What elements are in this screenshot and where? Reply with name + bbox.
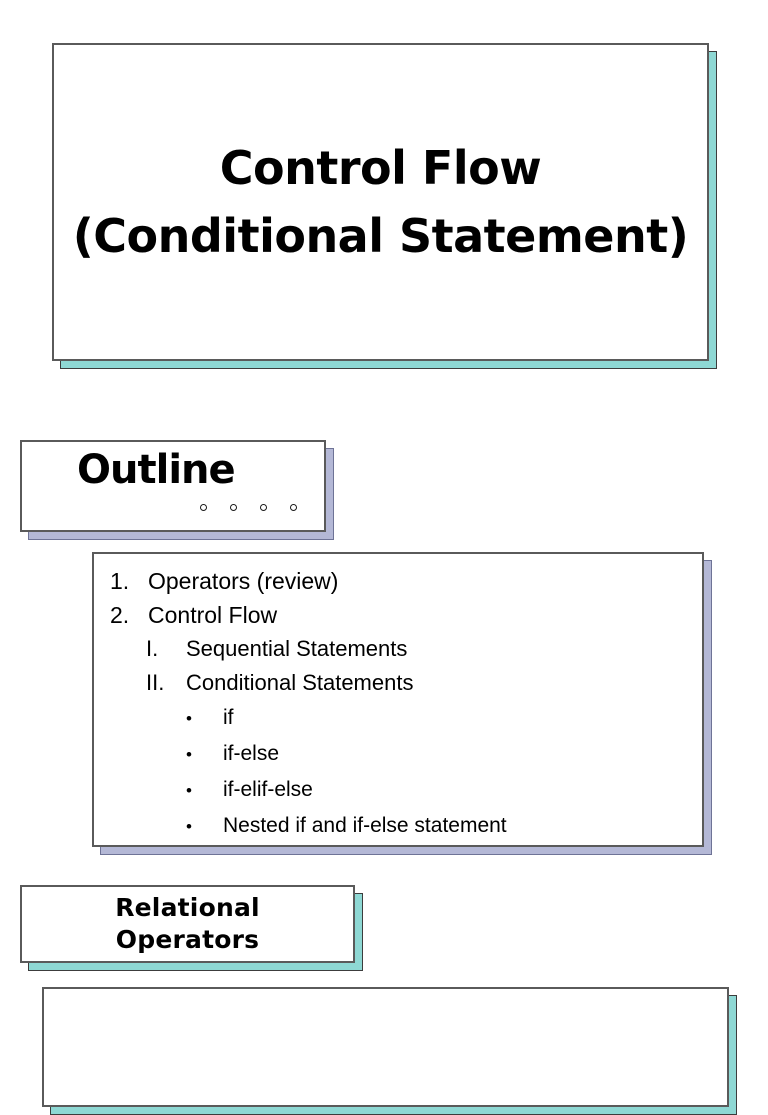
bullet-icon: •: [186, 745, 192, 764]
list-marker: 2.: [110, 602, 130, 628]
outline-dot-row: [200, 504, 297, 511]
title-line-2: (Conditional Statement): [72, 209, 689, 263]
list-marker: 1.: [110, 568, 130, 594]
list-item: • if-elif-else: [94, 772, 702, 808]
list-item: I. Sequential Statements: [94, 632, 702, 666]
relational-operators-heading-card[interactable]: Relational Operators: [20, 885, 355, 963]
list-item: • if: [94, 700, 702, 736]
list-label: Control Flow: [148, 602, 278, 628]
title-slide-card[interactable]: Control Flow (Conditional Statement): [52, 43, 709, 361]
circle-dot-icon: [200, 504, 207, 511]
title-line-1: Control Flow: [219, 140, 542, 195]
list-label: Nested if and if-else statement: [223, 814, 507, 837]
list-item: 1. Operators (review): [94, 564, 702, 598]
list-label: Conditional Statements: [186, 670, 414, 695]
list-item: 2. Control Flow: [94, 598, 702, 632]
relational-operators-line-1: Relational: [115, 892, 260, 922]
list-label: if-else: [223, 742, 280, 765]
circle-dot-icon: [290, 504, 297, 511]
list-item: II. Conditional Statements: [94, 666, 702, 700]
relational-operators-heading-text: Relational Operators: [115, 892, 260, 957]
outline-heading-text: Outline: [77, 447, 236, 493]
list-label: Sequential Statements: [186, 636, 408, 661]
relational-operators-body-card[interactable]: [42, 987, 729, 1107]
list-label: Operators (review): [148, 568, 339, 594]
circle-dot-icon: [230, 504, 237, 511]
bullet-icon: •: [186, 709, 192, 728]
list-item: • if-else: [94, 736, 702, 772]
list-marker: I.: [146, 636, 159, 661]
list-item: • Nested if and if-else statement: [94, 808, 702, 844]
list-label: if-elif-else: [223, 778, 313, 801]
bullet-icon: •: [186, 817, 192, 836]
circle-dot-icon: [260, 504, 267, 511]
outline-body-card[interactable]: 1. Operators (review) 2. Control Flow I.…: [92, 552, 704, 847]
relational-operators-line-2: Operators: [115, 925, 260, 954]
bullet-icon: •: [186, 781, 192, 800]
list-marker: II.: [146, 670, 165, 695]
list-label: if: [223, 706, 234, 729]
outline-heading-card[interactable]: Outline: [20, 440, 326, 532]
